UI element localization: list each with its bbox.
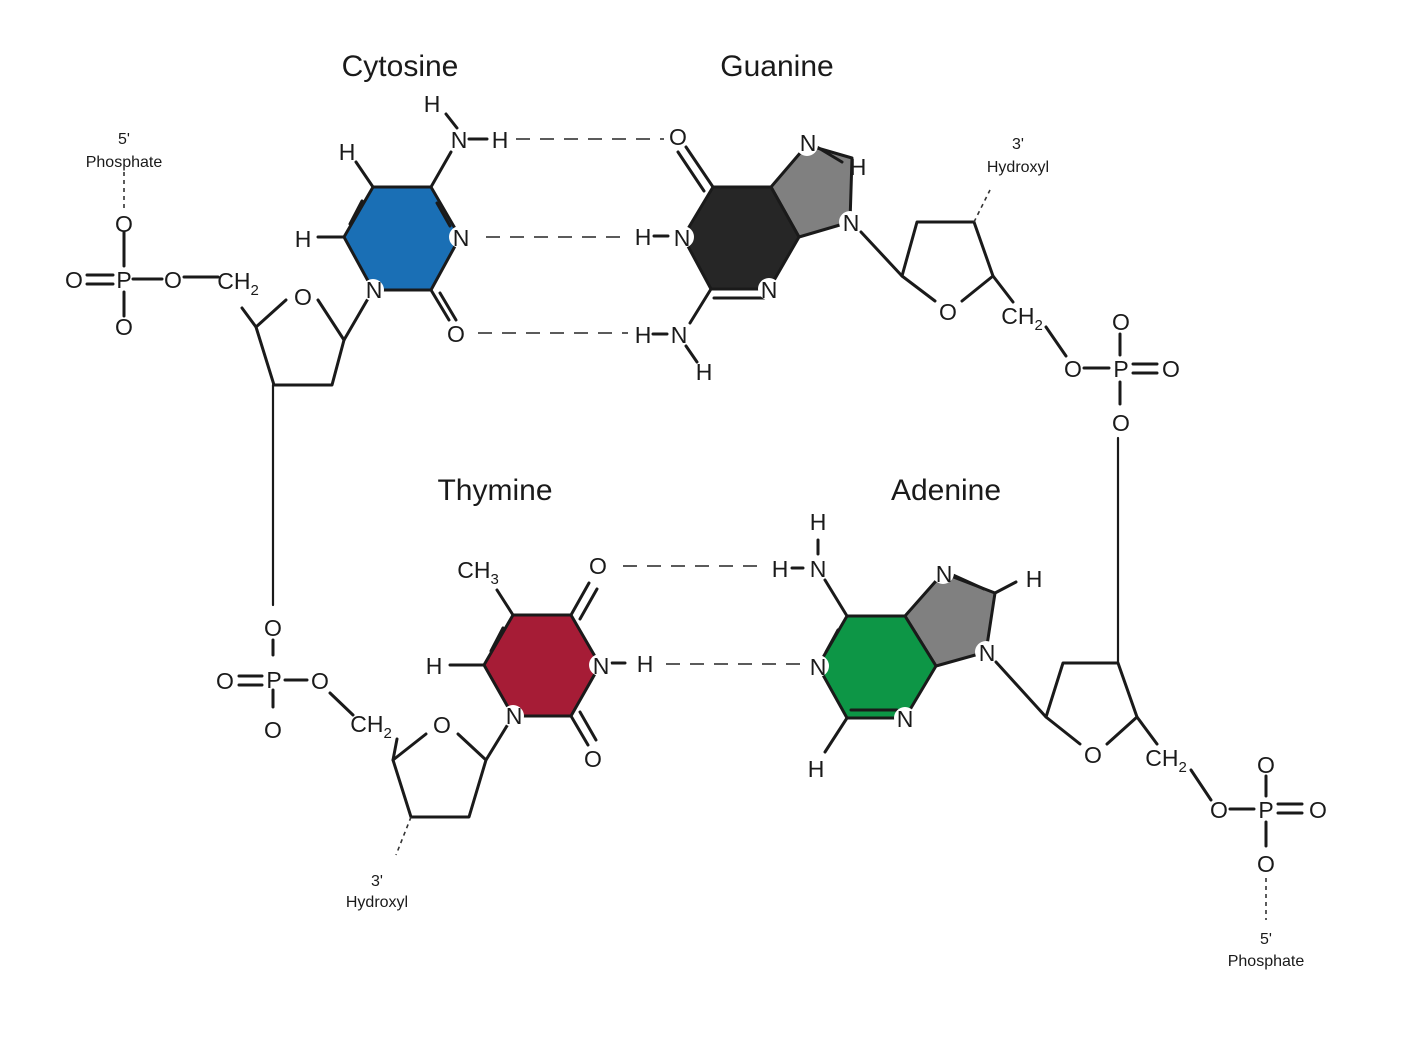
thymine-o2: O: [584, 746, 602, 772]
phosphate-double-oxygen-3: O: [216, 668, 234, 694]
phosphorus: P: [116, 267, 131, 293]
adenine-n1: N: [810, 654, 827, 680]
adenine-n9: N: [979, 640, 996, 666]
adenine-amine-n: N: [810, 556, 827, 582]
thymine-n3: N: [593, 653, 610, 679]
phosphate-double-oxygen-4: O: [1309, 797, 1327, 823]
phosphorus-3: P: [266, 667, 281, 693]
guanine-molecule: O N H N N H N N H H: [635, 124, 867, 385]
adenine-n3: N: [897, 706, 914, 732]
phosphate-ester-oxygen-2: O: [1064, 356, 1082, 382]
guanine-n9: N: [843, 210, 860, 236]
cytosine-molecule: H H H N H N N O: [295, 91, 509, 347]
phosphate-top-oxygen-4: O: [1257, 752, 1275, 778]
thymine-n1: N: [506, 703, 523, 729]
lower-left-backbone: O P O O O CH2 O 3' Hydroxyl: [216, 615, 488, 911]
guanine-amine-h: H: [635, 322, 652, 348]
three-prime-label: 3': [1012, 136, 1024, 153]
methylene-ch2-2: CH2: [1001, 303, 1043, 334]
hydroxyl-label-2: Hydroxyl: [346, 894, 408, 911]
adenine-h2: H: [808, 756, 825, 782]
thymine-molecule: CH3 H O N H N O: [426, 553, 654, 772]
guanine-amine-h-bottom: H: [696, 359, 713, 385]
adenine-molecule: H N H N H N N N H: [772, 509, 1043, 782]
phosphate-top-oxygen: O: [115, 211, 133, 237]
guanine-n1-h: H: [635, 224, 652, 250]
guanine-amine-n: N: [671, 322, 688, 348]
thymine-o4: O: [589, 553, 607, 579]
cytosine-h6: H: [295, 226, 312, 252]
phosphate-bottom-oxygen: O: [115, 314, 133, 340]
hydroxyl-label: Hydroxyl: [987, 159, 1049, 176]
phosphate-ester-oxygen-3: O: [311, 668, 329, 694]
adenine-amine-h: H: [772, 556, 789, 582]
phosphate-double-oxygen-2: O: [1162, 356, 1180, 382]
phosphate-label: Phosphate: [86, 154, 163, 171]
hydrogen-bonds: [478, 138, 805, 665]
cytosine-h5: H: [339, 139, 356, 165]
lower-right-backbone: O CH2 O P O O O 5' Phosphate: [994, 660, 1327, 970]
guanine-n1: N: [674, 225, 691, 251]
guanine-n7: N: [800, 130, 817, 156]
phosphate-ester-oxygen: O: [164, 267, 182, 293]
phosphate-bottom-oxygen-4: O: [1257, 851, 1275, 877]
phosphate-bottom-oxygen-3: O: [264, 717, 282, 743]
upper-left-backbone: O CH2 O P O O O 5' Phosphate: [65, 131, 346, 607]
adenine-amine-h-top: H: [810, 509, 827, 535]
sugar-ring-oxygen: O: [294, 284, 312, 310]
thymine-h6: H: [426, 653, 443, 679]
phosphorus-2: P: [1113, 356, 1128, 382]
guanine-o6: O: [669, 124, 687, 150]
phosphate-bottom-oxygen-2: O: [1112, 410, 1130, 436]
guanine-n3: N: [761, 277, 778, 303]
thymine-n3-h: H: [637, 651, 654, 677]
cytosine-amine-h: H: [492, 127, 509, 153]
phosphate-top-oxygen-3: O: [264, 615, 282, 641]
three-prime-label-2: 3': [371, 873, 383, 890]
methylene-ch2: CH2: [217, 268, 259, 299]
cytosine-amine-n: N: [451, 127, 468, 153]
cytosine-o2: O: [447, 321, 465, 347]
sugar-ring-oxygen-3: O: [433, 712, 451, 738]
cytosine-amine-h-top: H: [424, 91, 441, 117]
five-prime-label: 5': [118, 131, 130, 148]
phosphate-top-oxygen-2: O: [1112, 309, 1130, 335]
methylene-ch2-3: CH2: [350, 711, 392, 742]
upper-right-backbone: O CH2 O P O O O 3' Hydroxyl: [859, 136, 1180, 665]
sugar-ring-oxygen-2: O: [939, 299, 957, 325]
thymine-title: Thymine: [437, 474, 552, 507]
sugar-ring-oxygen-4: O: [1084, 742, 1102, 768]
phosphate-ester-oxygen-4: O: [1210, 797, 1228, 823]
guanine-h8: H: [850, 154, 867, 180]
cytosine-title: Cytosine: [342, 50, 459, 83]
adenine-title: Adenine: [891, 474, 1001, 507]
cytosine-n3: N: [453, 225, 470, 251]
phosphate-label-2: Phosphate: [1228, 953, 1305, 970]
thymine-methyl: CH3: [457, 557, 499, 588]
guanine-title: Guanine: [720, 50, 833, 83]
adenine-n7: N: [936, 561, 953, 587]
phosphate-double-oxygen: O: [65, 267, 83, 293]
cytosine-n1: N: [366, 277, 383, 303]
five-prime-label-2: 5': [1260, 931, 1272, 948]
adenine-h8: H: [1026, 566, 1043, 592]
phosphorus-4: P: [1258, 797, 1273, 823]
methylene-ch2-4: CH2: [1145, 745, 1187, 776]
